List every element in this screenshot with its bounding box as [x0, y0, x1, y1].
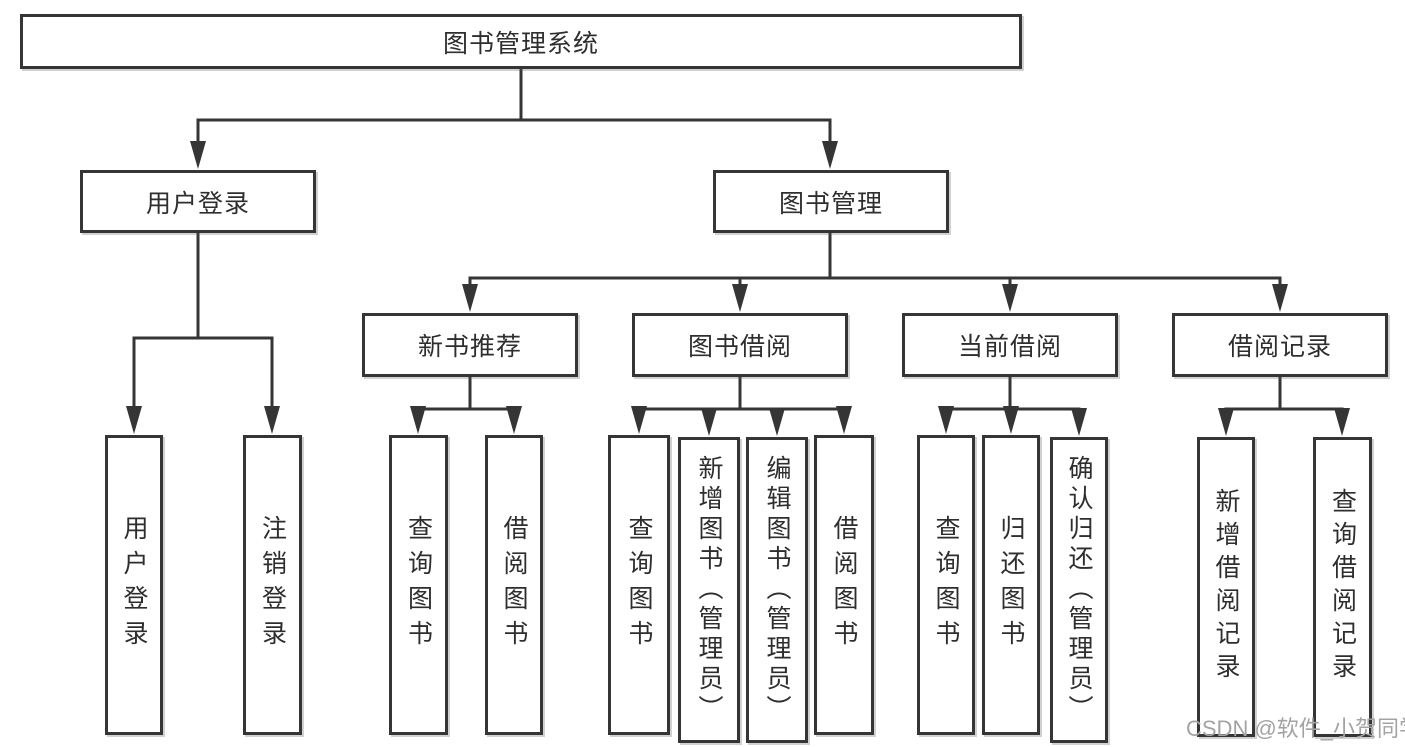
node-user-login: 用户登录 — [80, 170, 316, 233]
leaf-query-books-borrow: 查询图书 — [608, 435, 670, 735]
csdn-watermark: CSDN @软件_小贺同学 — [1186, 716, 1405, 741]
node-borrow-records: 借阅记录 — [1172, 313, 1388, 377]
node-current-borrow: 当前借阅 — [902, 313, 1118, 377]
node-library-system-root: 图书管理系统 — [20, 14, 1022, 69]
leaf-query-books-current: 查询图书 — [917, 435, 975, 735]
leaf-user-login: 用户登录 — [105, 435, 163, 735]
leaf-logout: 注销登录 — [243, 435, 302, 735]
leaf-return-books: 归还图书 — [982, 435, 1040, 735]
arrowhead-icons — [126, 141, 1350, 436]
leaf-edit-books-admin: 编辑图书（管理员） — [746, 437, 808, 743]
leaf-confirm-return-admin: 确认归还（管理员） — [1050, 437, 1108, 743]
node-book-borrow: 图书借阅 — [632, 313, 848, 377]
leaf-add-borrow-record: 新增借阅记录 — [1197, 437, 1255, 737]
node-new-book-recommend: 新书推荐 — [362, 313, 578, 377]
leaf-add-books-admin: 新增图书（管理员） — [678, 437, 740, 743]
leaf-query-books-recommend: 查询图书 — [389, 435, 448, 735]
leaf-query-borrow-record: 查询借阅记录 — [1313, 437, 1372, 737]
leaf-borrow-books: 借阅图书 — [814, 435, 874, 735]
leaf-borrow-books-recommend: 借阅图书 — [485, 435, 543, 735]
node-book-management: 图书管理 — [713, 170, 949, 233]
